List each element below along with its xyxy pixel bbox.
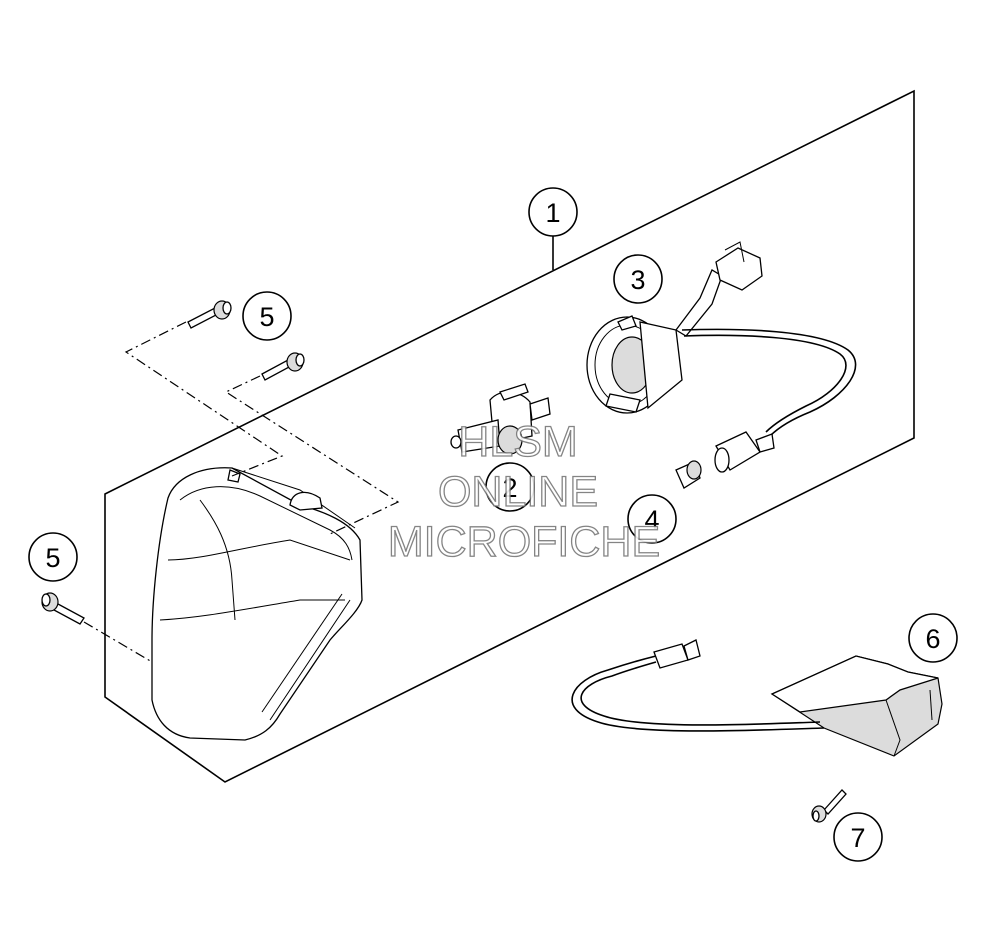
leader-lines	[83, 321, 400, 663]
callout-1[interactable]: 1	[528, 187, 578, 237]
callout-7-label: 7	[850, 823, 865, 853]
callout-4-label: 4	[644, 505, 659, 535]
callout-2[interactable]: 2	[485, 462, 535, 512]
screw-5-upper[interactable]	[187, 300, 232, 329]
bulb-socket[interactable]	[586, 241, 763, 414]
socket-cable	[681, 328, 857, 437]
position-light[interactable]	[770, 655, 943, 757]
callout-3[interactable]: 3	[613, 254, 663, 304]
watermark: HLSM ONLINE MICROFICHE	[387, 417, 661, 566]
screw-7[interactable]	[811, 789, 847, 823]
position-light-cable	[571, 639, 825, 732]
screw-5-middle[interactable]	[261, 352, 305, 381]
callout-7[interactable]: 7	[833, 812, 883, 862]
watermark-line-2: ONLINE	[438, 468, 598, 516]
callout-6[interactable]: 6	[908, 613, 958, 663]
callout-5-left[interactable]: 5	[28, 532, 78, 582]
callout-2-label: 2	[502, 473, 517, 503]
watermark-line-1: HLSM	[458, 418, 577, 466]
headlight-housing[interactable]	[151, 467, 363, 741]
headlight-bulb[interactable]	[450, 383, 551, 455]
callout-5-upper[interactable]: 5	[242, 291, 292, 341]
screw-5-left[interactable]	[41, 592, 85, 625]
parking-bulb-holder[interactable]	[714, 431, 775, 473]
callout-3-label: 3	[630, 265, 645, 295]
watermark-line-3: MICROFICHE	[388, 518, 660, 566]
callout-6-label: 6	[925, 624, 940, 654]
parking-bulb[interactable]	[675, 460, 702, 489]
assembly-frame	[104, 89, 915, 783]
callout-5-upper-label: 5	[259, 302, 274, 332]
callout-4[interactable]: 4	[627, 494, 677, 544]
callout-1-label: 1	[545, 198, 560, 228]
callout-5-left-label: 5	[45, 543, 60, 573]
